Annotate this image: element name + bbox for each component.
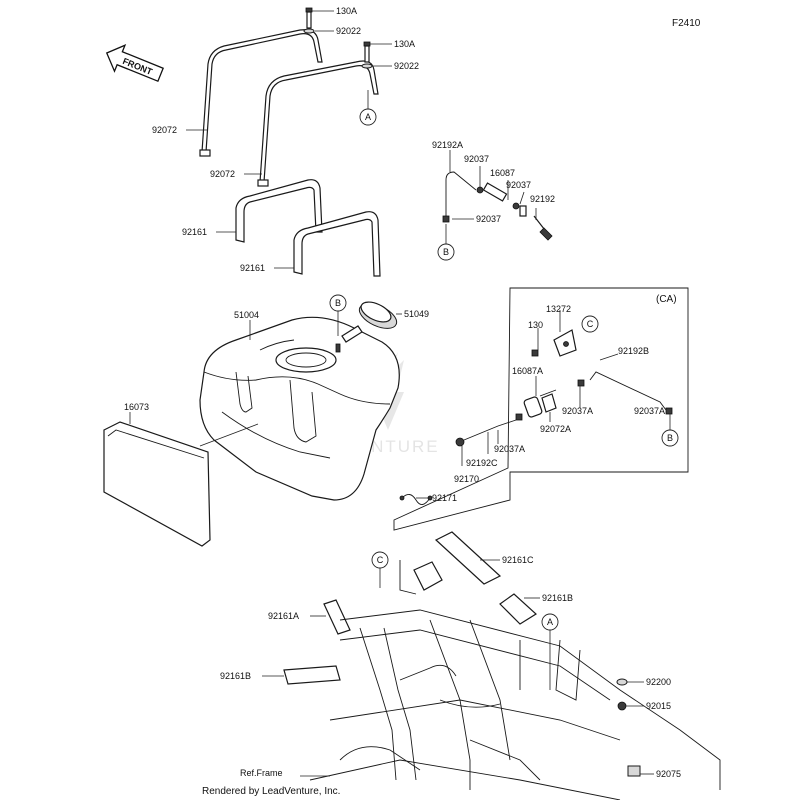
reference-frame (309, 609, 721, 800)
washer-92022-1 (303, 28, 315, 34)
clip-92170 (455, 437, 465, 447)
label-92075: 92075 (656, 769, 681, 779)
vent-check-valve-16087 (476, 182, 553, 241)
callout-a-frame: A (541, 613, 559, 631)
label-92037A-2: 92037A (634, 406, 665, 416)
label-92192: 92192 (530, 194, 555, 204)
ca-kit-box (393, 287, 689, 531)
label-130A-1: 130A (336, 6, 357, 16)
label-92037-3: 92037 (476, 214, 501, 224)
tank-strap-front (199, 29, 323, 157)
label-92161B-right: 92161B (542, 593, 573, 603)
label-92161A: 92161A (268, 611, 299, 621)
label-51049: 51049 (404, 309, 429, 319)
front-arrow-icon: FRONT (105, 44, 165, 83)
grommet-92075 (627, 765, 641, 777)
clamp-92037A-1 (577, 379, 585, 387)
callout-a-label: A (365, 112, 371, 122)
label-92072-2: 92072 (210, 169, 235, 179)
callout-b-kit-label: B (667, 433, 673, 443)
label-92161B-left: 92161B (220, 671, 251, 681)
nut-92015 (617, 701, 627, 711)
label-92192A: 92192A (432, 140, 463, 150)
band-92171 (399, 494, 433, 505)
label-130: 130 (528, 320, 543, 330)
pad-92161B-right (499, 593, 537, 625)
callout-c-frame: C (371, 551, 389, 569)
label-92161-1: 92161 (182, 227, 207, 237)
frame-bracket (399, 560, 443, 595)
label-92037A-1: 92037A (562, 406, 593, 416)
label-51004: 51004 (234, 310, 259, 320)
callout-a-strap: A (359, 108, 377, 126)
part-labels: 130A 92022 130A 92022 92072 92072 92161 … (124, 6, 681, 779)
label-16073: 16073 (124, 402, 149, 412)
vent-clamp-92037-3 (442, 215, 450, 223)
label-92161C: 92161C (502, 555, 534, 565)
ca-kit-label: (CA) (656, 294, 677, 305)
label-ref-frame: Ref.Frame (240, 768, 283, 778)
washer-92022-2 (361, 63, 373, 69)
label-92192C: 92192C (466, 458, 498, 468)
callout-a-frame-label: A (547, 617, 553, 627)
bolt-130A-2 (363, 41, 371, 63)
washer-92200 (616, 678, 628, 686)
label-16087A: 16087A (512, 366, 543, 376)
label-13272: 13272 (546, 304, 571, 314)
bolt-130 (531, 349, 539, 357)
label-92037-2: 92037 (506, 180, 531, 190)
clamp-92037A-2 (665, 407, 673, 415)
strap-pad-92161-2 (293, 211, 381, 277)
callout-b-tank: B (329, 294, 347, 312)
figure-code: F2410 (672, 18, 701, 29)
label-92037A-3: 92037A (494, 444, 525, 454)
callout-c-frame-label: C (377, 555, 384, 565)
canister-16087A (523, 389, 557, 418)
vent-hose-92192A (445, 171, 477, 218)
label-92037-1: 92037 (464, 154, 489, 164)
bracket-13272 (553, 329, 577, 357)
label-16087: 16087 (490, 168, 515, 178)
callout-b-kit: B (661, 429, 679, 447)
label-92192B: 92192B (618, 346, 649, 356)
label-92072-1: 92072 (152, 125, 177, 135)
label-92200: 92200 (646, 677, 671, 687)
callout-c-kit-label: C (587, 319, 594, 329)
callout-b-tank-label: B (335, 298, 341, 308)
label-92170: 92170 (454, 474, 479, 484)
hose-92192B (589, 371, 667, 411)
label-92171: 92171 (432, 493, 457, 503)
filler-neck (335, 325, 363, 353)
callout-b-label: B (443, 247, 449, 257)
tank-strap-rear (257, 60, 379, 187)
hose-92192C (463, 413, 523, 441)
footer-credit: Rendered by LeadVenture, Inc. (202, 786, 340, 797)
cover-16073 (103, 421, 211, 547)
bolt-130A-1 (305, 7, 313, 29)
callout-b-vent: B (437, 243, 455, 261)
pad-92161B-left (283, 665, 341, 685)
pad-92161C (434, 531, 502, 585)
fuel-tank-cap-51049 (358, 301, 398, 329)
label-92022-1: 92022 (336, 26, 361, 36)
label-92022-2: 92022 (394, 61, 419, 71)
label-92161-2: 92161 (240, 263, 265, 273)
leader-lines (129, 10, 671, 777)
pad-92161A (323, 599, 351, 635)
strap-92072A (541, 393, 557, 413)
label-92015: 92015 (646, 701, 671, 711)
fuel-tank-51004 (199, 316, 400, 501)
label-130A-2: 130A (394, 39, 415, 49)
callout-c-kit: C (581, 315, 599, 333)
label-92072A: 92072A (540, 424, 571, 434)
